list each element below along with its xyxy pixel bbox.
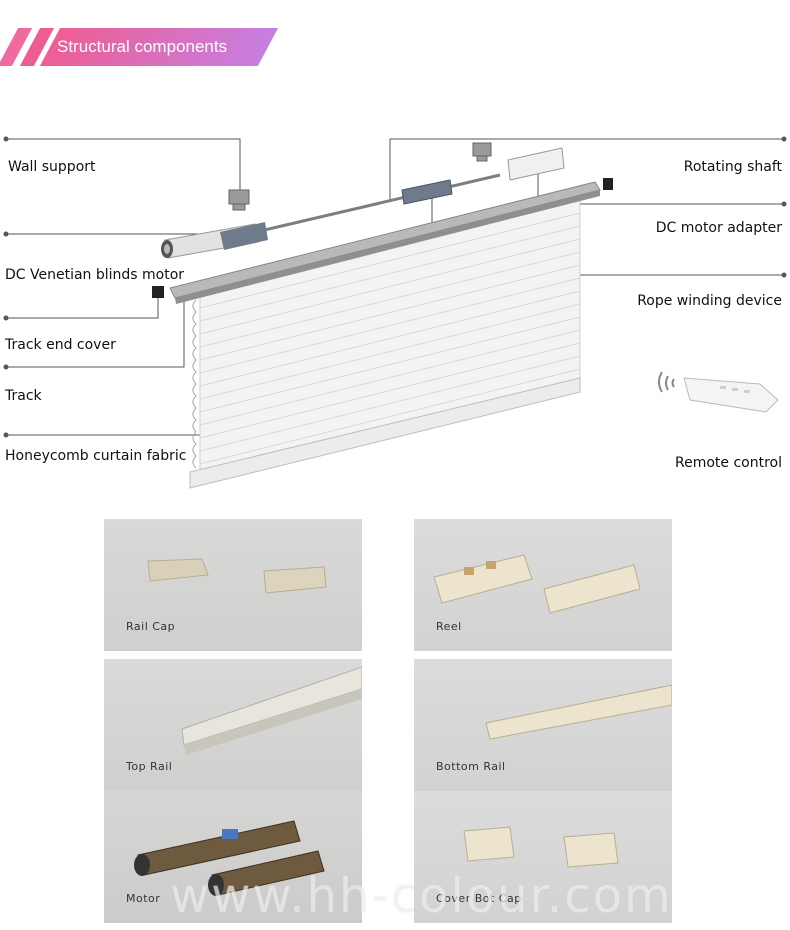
top-rail-image <box>181 666 362 755</box>
motor-image <box>134 820 325 896</box>
remote-control <box>658 371 779 413</box>
watermark: www.hh-colour.com <box>170 868 673 924</box>
track-end-cover <box>152 286 164 298</box>
product-caption: Reel <box>436 620 462 633</box>
product-card-bottom-rail: Bottom Rail <box>414 659 672 791</box>
product-caption: Motor <box>126 892 161 905</box>
rail-cap-image <box>147 558 327 594</box>
section-banner: Structural components <box>0 28 280 66</box>
product-card-cover-bot-cap: Cover Bot Cap <box>414 791 672 923</box>
section-title: Structural components <box>57 37 228 56</box>
label-track: Track <box>5 388 42 404</box>
track-end-cover-right <box>603 178 613 190</box>
label-rotating-shaft: Rotating shaft <box>683 159 782 175</box>
dc-motor-adapter <box>507 147 565 181</box>
product-card-top-rail: Top Rail <box>104 659 362 791</box>
product-caption: Cover Bot Cap <box>436 892 522 905</box>
blind-assembly-diagram <box>3 136 787 489</box>
label-honeycomb-fabric: Honeycomb curtain fabric <box>5 448 187 464</box>
product-card-reel: Reel <box>414 519 672 651</box>
product-caption: Top Rail <box>126 760 173 773</box>
reel-image <box>433 554 641 614</box>
honeycomb-fabric <box>189 199 581 489</box>
cover-bot-cap-image <box>463 826 619 868</box>
label-remote-control: Remote control <box>675 455 782 471</box>
product-caption: Rail Cap <box>126 620 176 633</box>
label-dc-motor-adapter: DC motor adapter <box>655 220 782 236</box>
product-card-rail-cap: Rail Cap <box>104 519 362 651</box>
dc-motor <box>161 222 268 259</box>
product-caption: Bottom Rail <box>436 760 506 773</box>
label-track-end-cover: Track end cover <box>5 337 116 353</box>
rope-winding-device <box>401 179 453 205</box>
label-dc-venetian-motor: DC Venetian blinds motor <box>5 267 185 283</box>
wall-support <box>228 142 492 211</box>
track <box>169 181 601 304</box>
product-card-motor: Motor <box>104 791 362 923</box>
label-wall-support: Wall support <box>8 159 96 175</box>
bottom-rail-image <box>485 684 672 740</box>
label-rope-winding-device: Rope winding device <box>637 293 782 309</box>
